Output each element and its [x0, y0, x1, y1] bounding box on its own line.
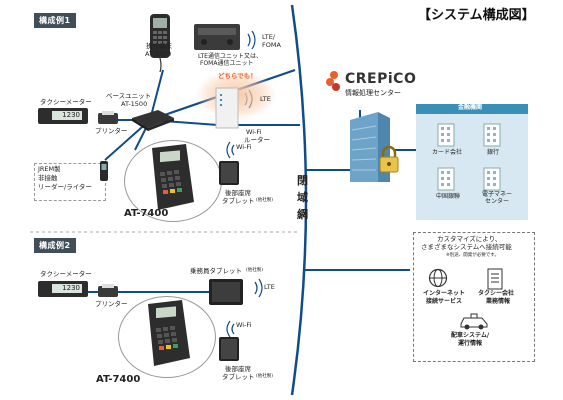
financial-header: 金融機関: [458, 104, 483, 111]
emoney-building-icon: [483, 167, 501, 191]
lte-unit-icon: [194, 24, 240, 50]
taxi-meter-2: 1230: [38, 281, 88, 297]
crew-tablet-maker: (他社製): [246, 268, 264, 273]
printer-label-1: プリンター: [95, 127, 128, 135]
terminal-model: AT-3300: [145, 50, 172, 58]
customize-item-internet-1: インターネット: [423, 290, 466, 297]
taxi-car-icon: [460, 313, 488, 330]
terminal-name: 操作端末: [146, 42, 172, 50]
rear-tablet-label-2a: 後部座席: [225, 365, 251, 373]
lte-label-2: LTE: [264, 283, 275, 291]
customize-item-taxi-2: 業務情報: [486, 298, 511, 305]
customize-item-internet-2: 接続サービス: [426, 298, 463, 305]
globe-icon: [428, 268, 448, 288]
financial-header-bar: [416, 104, 528, 114]
jrem-label-1: JREM製: [38, 165, 61, 173]
rear-tablet-label-1a: 後部座席: [225, 189, 251, 197]
closed-network-char-2: 域: [297, 191, 308, 204]
device-name-1: AT-7400: [124, 208, 169, 219]
financial-panel: [416, 104, 528, 220]
meter-display-1: 1230: [52, 111, 82, 120]
crew-tablet-label: 乗務員タブレット: [190, 267, 242, 275]
crew-tablet-icon: [209, 279, 243, 305]
lte-foma-label-2: FOMA: [262, 41, 281, 49]
lte-unit-caption-2: FOMA通信ユニット: [200, 60, 254, 67]
printer-icon-1: [98, 111, 118, 124]
at7400-device-icon-2: [148, 300, 190, 366]
base-unit-icon: [132, 110, 174, 131]
jrem-label-3: リーダー/ライター: [38, 183, 92, 191]
closed-network-char-3: 網: [297, 208, 308, 221]
customize-item-dispatch-2: 運行情報: [458, 340, 483, 347]
closed-network-char-1: 閉: [297, 174, 308, 187]
handheld-terminal-icon: [150, 14, 170, 72]
base-unit-model: AT-1500: [121, 100, 148, 108]
taxi-meter-1: 1230: [38, 108, 88, 124]
card-company-building-icon: [437, 123, 455, 147]
base-unit-name: ベースユニット: [106, 92, 152, 100]
document-icon: [487, 268, 503, 290]
meter-display-2: 1230: [52, 284, 82, 293]
lte-unit-caption-1: LTE通信ユニット又は、: [198, 53, 262, 60]
customize-note: ※別途、開発が必要です。: [446, 253, 499, 258]
financial-item-bank: 銀行: [487, 149, 500, 156]
rear-tablet-icon-1: [219, 161, 239, 185]
lte-label-1: LTE: [260, 95, 271, 103]
jrem-reader-box: [34, 163, 106, 201]
example1-label: 構成例1: [34, 13, 76, 28]
printer-icon-2: [98, 284, 118, 297]
rear-tablet-label-2b: タブレット: [222, 373, 255, 381]
unionpay-building-icon: [437, 167, 455, 191]
customize-panel: [413, 232, 535, 362]
crepico-center-label: 情報処理センター: [345, 89, 401, 97]
wifi-label-2: Wi-Fi: [236, 321, 252, 329]
reader-icon: [100, 161, 108, 181]
customize-item-taxi-1: タクシー会社: [478, 290, 515, 297]
jrem-label-2: 非接触: [38, 174, 58, 182]
financial-item-card: カード会社: [432, 149, 463, 156]
taxi-meter-label-2: タクシーメーター: [40, 270, 92, 278]
diagram-title: 【システム構成図】: [418, 8, 535, 23]
financial-item-emoney: 電子マネー センター: [482, 191, 513, 205]
customize-text-1: カスタマイズにより、: [437, 235, 502, 243]
printer-label-2: プリンター: [95, 300, 128, 308]
device-name-2: AT-7400: [96, 374, 141, 385]
either-text: どちらでも！: [218, 72, 257, 80]
lock-icon: [379, 145, 399, 173]
bank-building-icon: [483, 123, 501, 147]
router-label-2: ルーター: [244, 136, 270, 144]
financial-item-unionpay: 中国銀聯: [436, 193, 461, 200]
router-label-1: Wi-Fi: [246, 128, 262, 136]
lte-foma-label-1: LTE/: [262, 33, 275, 41]
wifi-router-icon: [215, 87, 239, 129]
rear-tablet-maker-1: (他社製): [256, 198, 274, 203]
taxi-meter-label-1: タクシーメーター: [40, 98, 92, 106]
crepico-logo-icon: [326, 71, 340, 91]
rear-tablet-maker-2: (他社製): [256, 374, 274, 379]
rear-tablet-label-1b: タブレット: [222, 197, 255, 205]
crepico-logo-text: CREPiCO: [345, 71, 417, 87]
customize-item-dispatch-1: 配車システム/: [451, 332, 490, 339]
rear-tablet-icon-2: [219, 337, 239, 361]
example2-label: 構成例2: [34, 238, 76, 253]
at7400-device-icon-1: [152, 144, 194, 210]
wifi-label-1: Wi-Fi: [236, 143, 252, 151]
customize-text-2: さまざまなシステムへ接続可能: [421, 243, 512, 251]
